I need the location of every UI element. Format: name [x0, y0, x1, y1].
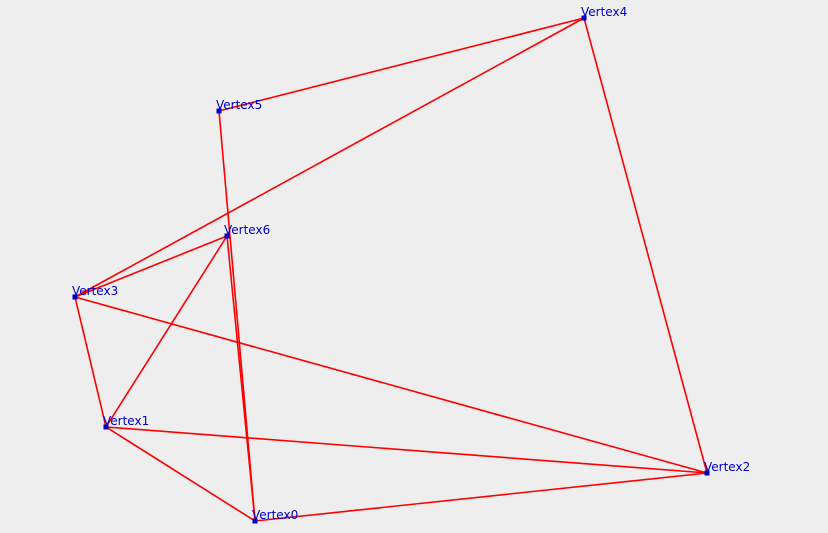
edge-v1-v6: [105, 235, 228, 428]
vertex-v3[interactable]: Vertex3: [72, 284, 118, 300]
vertex-marker[interactable]: [704, 470, 710, 476]
vertex-marker[interactable]: [224, 233, 230, 239]
vertex-v2[interactable]: Vertex2: [704, 460, 750, 476]
vertex-marker[interactable]: [581, 15, 587, 21]
vertex-label: Vertex2: [704, 460, 750, 474]
edge-v3-v4: [74, 17, 585, 298]
vertex-v0[interactable]: Vertex0: [252, 508, 298, 524]
vertex-label: Vertex4: [581, 5, 627, 19]
edge-v3-v6: [74, 235, 228, 298]
vertex-label: Vertex1: [103, 414, 149, 428]
edge-v0-v6: [226, 235, 256, 522]
vertex-label: Vertex6: [224, 223, 270, 237]
edge-v1-v2: [105, 426, 708, 474]
vertex-v5[interactable]: Vertex5: [216, 98, 262, 114]
edge-v1-v3: [74, 296, 107, 428]
vertex-v4[interactable]: Vertex4: [581, 5, 627, 21]
edges-layer: [74, 17, 708, 522]
vertex-label: Vertex0: [252, 508, 298, 522]
vertex-marker[interactable]: [72, 294, 78, 300]
vertex-v1[interactable]: Vertex1: [103, 414, 149, 430]
vertex-label: Vertex3: [72, 284, 118, 298]
vertex-v6[interactable]: Vertex6: [224, 223, 270, 239]
edge-v2-v4: [583, 17, 708, 474]
vertex-marker[interactable]: [252, 518, 258, 524]
vertex-label: Vertex5: [216, 98, 262, 112]
edge-v2-v3: [74, 296, 708, 474]
vertex-marker[interactable]: [216, 108, 222, 114]
edge-v0-v2: [254, 472, 708, 522]
vertex-marker[interactable]: [103, 424, 109, 430]
edge-v4-v5: [218, 17, 585, 112]
edge-v0-v1: [105, 426, 256, 522]
